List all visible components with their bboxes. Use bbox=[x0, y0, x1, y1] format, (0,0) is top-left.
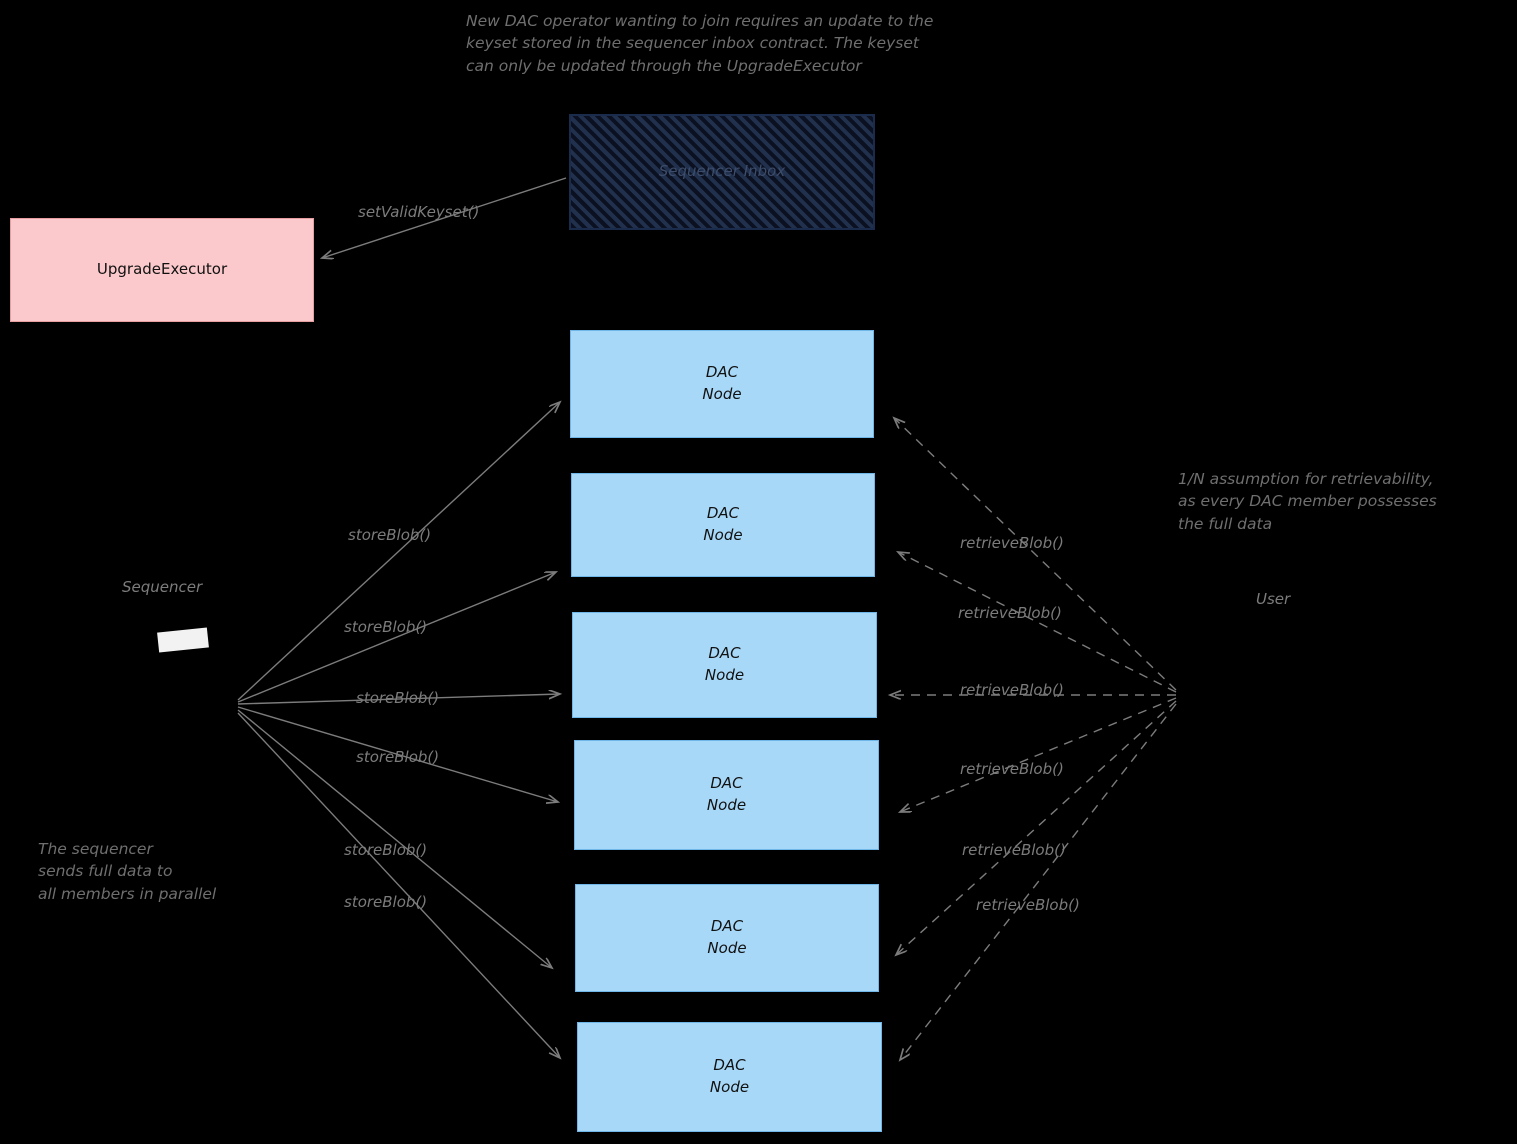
upgrade-executor-label: UpgradeExecutor bbox=[96, 260, 228, 279]
sequencer-icon bbox=[157, 627, 209, 653]
dac-node-box-5[interactable]: DAC Node bbox=[575, 884, 879, 992]
edge-label-retrieve-blob-5: retrieveBlob() bbox=[962, 841, 1066, 859]
sequencer-inbox-label: Sequencer Inbox bbox=[658, 162, 786, 181]
edge-label-retrieve-blob-1: retrieveBlob() bbox=[960, 534, 1064, 552]
edge-label-retrieve-blob-6: retrieveBlob() bbox=[976, 896, 1080, 914]
upgrade-executor-box[interactable]: UpgradeExecutor bbox=[10, 218, 314, 322]
note-bottom-left: The sequencer sends full data to all mem… bbox=[38, 840, 217, 903]
dac-node-6-line1: DAC bbox=[713, 1056, 746, 1075]
sequencer-inbox-box[interactable]: Sequencer Inbox bbox=[569, 114, 875, 230]
edge-label-set-valid-keyset: setValidKeyset() bbox=[358, 203, 480, 221]
note-right: 1/N assumption for retrievability, as ev… bbox=[1178, 470, 1437, 533]
edge-label-store-blob-2: storeBlob() bbox=[344, 618, 428, 636]
user-label: User bbox=[1256, 590, 1291, 608]
dac-node-2-line1: DAC bbox=[706, 504, 740, 523]
dac-node-6-line2: Node bbox=[709, 1078, 750, 1096]
dac-node-3-line2: Node bbox=[704, 666, 745, 684]
dac-node-5-line2: Node bbox=[707, 939, 747, 957]
dac-node-box-3[interactable]: DAC Node bbox=[572, 612, 877, 718]
dac-node-5-line1: DAC bbox=[710, 917, 744, 936]
edge-label-retrieve-blob-3: retrieveBlob() bbox=[960, 681, 1064, 699]
dac-node-4-line2: Node bbox=[706, 796, 747, 814]
note-top: New DAC operator wanting to join require… bbox=[466, 12, 934, 75]
dac-node-4-line1: DAC bbox=[710, 774, 743, 793]
dac-node-box-6[interactable]: DAC Node bbox=[577, 1022, 882, 1132]
edge-label-retrieve-blob-2: retrieveBlob() bbox=[958, 604, 1062, 622]
edge-label-store-blob-4: storeBlob() bbox=[356, 748, 440, 766]
sequencer-label: Sequencer bbox=[122, 578, 203, 596]
edge-label-store-blob-3: storeBlob() bbox=[356, 689, 440, 707]
dac-node-1-line1: DAC bbox=[705, 363, 739, 382]
dac-node-box-4[interactable]: DAC Node bbox=[574, 740, 879, 850]
edge-label-store-blob-1: storeBlob() bbox=[348, 526, 432, 544]
edge-label-store-blob-6: storeBlob() bbox=[344, 893, 428, 911]
edge-label-retrieve-blob-4: retrieveBlob() bbox=[960, 760, 1064, 778]
dac-node-3-line1: DAC bbox=[708, 644, 741, 663]
dac-node-box-2[interactable]: DAC Node bbox=[571, 473, 875, 577]
edge-label-store-blob-5: storeBlob() bbox=[344, 841, 428, 859]
dac-node-box-1[interactable]: DAC Node bbox=[570, 330, 874, 438]
dac-node-1-line2: Node bbox=[702, 385, 742, 403]
dac-node-2-line2: Node bbox=[703, 526, 743, 544]
